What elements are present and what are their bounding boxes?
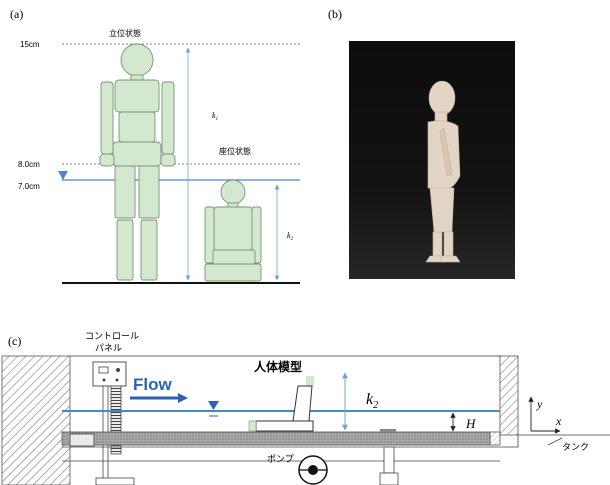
tank-leader-line [547,437,563,446]
standing-label: 立位状態 [109,28,141,38]
channel-mannequin [248,376,314,432]
control-knob-icon [102,378,106,382]
tank-step [500,434,610,448]
panel-b-label: (b) [328,7,342,21]
control-panel-display [98,366,109,374]
flow-arrow-icon [178,393,188,403]
k1-label: k1 [212,111,218,122]
control-panel-label-line2: パネル [95,343,122,353]
inlet-pipe [69,433,95,447]
y-axis-label: y [536,397,543,411]
right-wall [499,355,519,436]
h-label: H [465,416,476,431]
left-wall [1,355,71,485]
control-knob-icon [116,368,120,372]
support-foot [379,472,399,485]
seated-mannequin [204,179,262,282]
control-knob-icon [115,378,119,382]
panel-foot [95,477,135,485]
pump-label: ポンプ [267,454,294,464]
panel-c: (c) コントロール パネル Flow 人体模型 [1,331,610,485]
panel-b: (b) [328,7,461,263]
panel-spring [110,385,122,455]
level-7-label: 7.0cm [18,182,40,191]
level-8-label: 8.0cm [18,160,40,169]
control-panel-label-line1: コントロール [85,331,139,341]
model-label: 人体模型 [254,359,302,374]
panel-c-label: (c) [8,334,21,348]
control-panel-box [92,361,127,387]
channel-floor [61,431,491,446]
panel-a-label: (a) [10,7,23,21]
standing-mannequin [99,43,176,281]
mannequin-photo [425,80,461,263]
water-level-marker-icon [208,401,219,410]
support-leg [383,446,395,474]
panel-a: (a) 15cm 8.0cm 7.0cm 立位状態 座位状態 k1 k2 [10,7,300,284]
seated-label: 座位状態 [219,146,251,156]
k2-label: k2 [287,231,294,242]
x-axis-label: x [555,414,562,428]
tank-label: タンク [562,442,589,452]
k2-label-c: k2 [366,391,378,411]
bed-fixture [380,429,396,432]
flow-label: Flow [133,375,172,394]
water-level-marker-icon [58,171,68,180]
channel-floor-end [489,431,501,446]
level-15-label: 15cm [20,40,40,49]
mannequin-head-shadow [306,376,314,386]
